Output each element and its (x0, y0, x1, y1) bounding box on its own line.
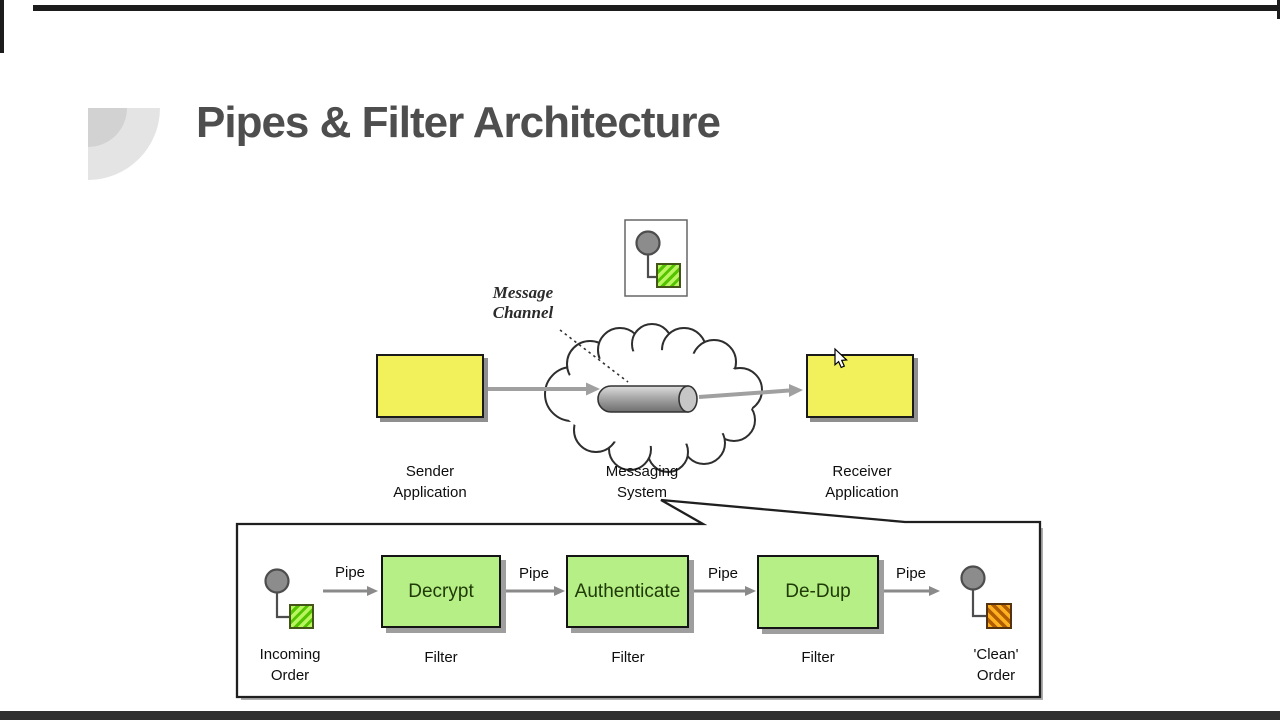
incoming-order-label: Incoming Order (259, 646, 321, 684)
filter-box-label: De-Dup (785, 581, 851, 602)
right-edge-tick (1277, 0, 1280, 19)
cloud-icon (544, 323, 763, 473)
corner-decoration-icon (88, 108, 160, 180)
pipe-label-4: Pipe (895, 565, 927, 582)
filter-caption-3: Filter (801, 649, 835, 666)
clean-order-label: 'Clean' Order (973, 646, 1019, 684)
flow-arrows-lower (323, 586, 940, 596)
message-channel-label: Message Channel (492, 283, 554, 322)
incoming-order-square-icon (289, 604, 314, 629)
filter-caption-2: Filter (611, 649, 645, 666)
filter-box-authenticate: Authenticate (566, 555, 689, 628)
top-frame-bar (33, 5, 1280, 11)
receiver-application-box (806, 354, 914, 418)
sender-application-box (376, 354, 484, 418)
messaging-system-label: Messaging System (605, 463, 679, 501)
filter-box-label: Authenticate (574, 580, 681, 602)
pipe-label-1: Pipe (334, 564, 366, 581)
sender-application-label: Sender Application (393, 463, 467, 501)
filter-box-decrypt: Decrypt (381, 555, 501, 628)
message-square-icon (656, 263, 681, 288)
pipe-cylinder-icon (597, 385, 698, 413)
left-edge-tick (0, 0, 4, 53)
pipe-label-2: Pipe (518, 565, 550, 582)
flow-arrows-upper (484, 382, 803, 399)
receiver-application-label: Receiver Application (825, 463, 899, 501)
incoming-order-icon (264, 568, 290, 619)
clean-order-icon (960, 565, 987, 618)
filter-caption-1: Filter (424, 649, 458, 666)
message-channel-pointer-line (559, 329, 629, 383)
bottom-frame-bar (0, 711, 1280, 720)
clean-order-square-icon (986, 603, 1012, 629)
pipe-label-3: Pipe (707, 565, 739, 582)
filter-box-dedup: De-Dup (757, 555, 879, 629)
filter-box-label: Decrypt (408, 580, 474, 602)
page-title: Pipes & Filter Architecture (196, 98, 721, 147)
